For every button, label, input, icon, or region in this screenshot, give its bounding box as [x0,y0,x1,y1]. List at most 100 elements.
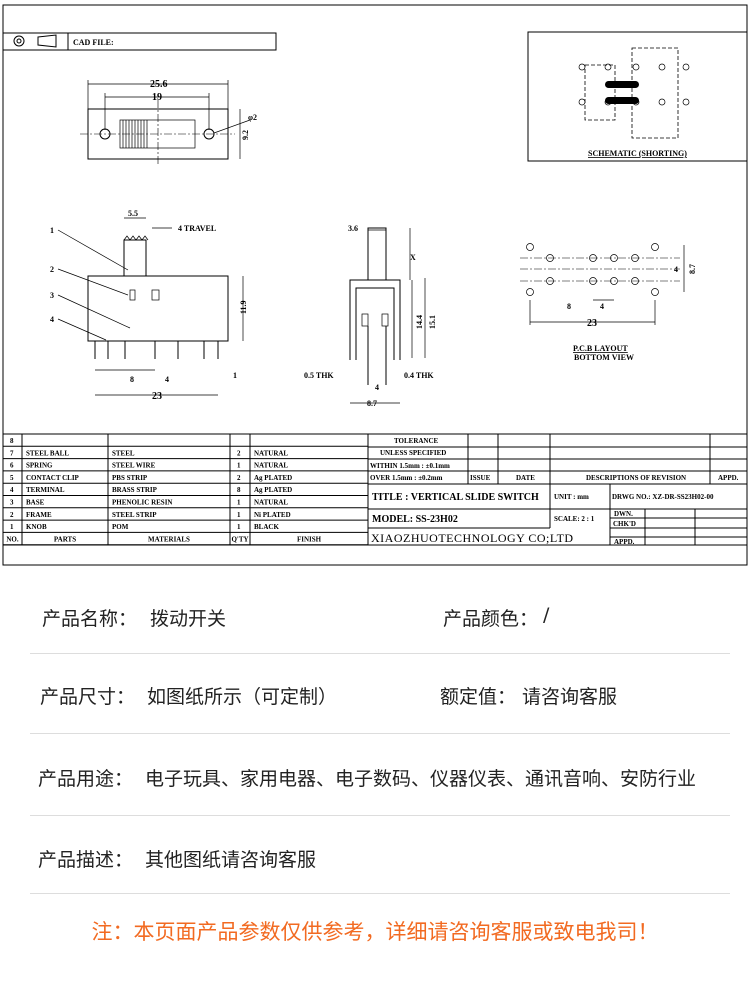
bom-cell: NATURAL [254,449,288,457]
bom-cell: 8 [237,486,241,494]
svg-text:ISSUE: ISSUE [470,474,491,482]
bom-cell: Ag PLATED [254,486,292,494]
svg-text:φ2: φ2 [248,113,257,122]
pcb-hole [610,277,618,285]
svg-text:OVER 1.5mm : ±0.2mm: OVER 1.5mm : ±0.2mm [370,474,443,482]
svg-text:TITLE : VERTICAL SLIDE SWITCH: TITLE : VERTICAL SLIDE SWITCH [372,492,539,503]
bom-cell: 8 [10,437,14,445]
pcb-hole [651,243,659,251]
pcb-hole [631,277,639,285]
svg-text:9.2: 9.2 [241,130,250,140]
spec-value: 如图纸所示（可定制） [147,686,338,708]
bom-cell: CONTACT CLIP [26,474,80,482]
projection-symbol-icon [13,35,25,47]
svg-text:CHK'D: CHK'D [613,520,636,528]
pcb-hole [526,288,534,296]
divider [30,893,730,894]
pcb-hole [651,288,659,296]
svg-text:23: 23 [152,391,162,402]
bom-cell: 1 [237,523,241,531]
schematic: SCHEMATIC (SHORTING) [527,31,748,162]
svg-text:UNLESS SPECIFIED: UNLESS SPECIFIED [380,449,446,457]
cad-file-label: CAD FILE: [73,38,114,47]
spec-value: 电子玩具、家用电器、电子数码、仪器仪表、通讯音响、安防行业 [145,768,697,790]
bom-cell: 2 [10,511,14,519]
bom-cell: PBS STRIP [112,474,148,482]
top-view: 25.6 19 φ2 9.2 [80,79,257,165]
pcb-hole [526,243,534,251]
bom-cell: SPRING [26,462,53,470]
spec-value: 其他图纸请咨询客服 [145,849,317,871]
bom-header: MATERIALS [148,535,190,543]
svg-text:TOLERANCE: TOLERANCE [394,437,439,445]
svg-text:8.7: 8.7 [688,264,697,274]
bom-cell: KNOB [26,523,47,531]
svg-text:1: 1 [233,371,237,380]
bom-cell: FRAME [26,511,52,519]
svg-text:WITHIN 1.5mm : ±0.1mm: WITHIN 1.5mm : ±0.1mm [370,462,450,470]
svg-text:0.4 THK: 0.4 THK [404,371,434,380]
spec-label: 产品名称： [42,608,138,630]
bom-header: PARTS [54,535,76,543]
svg-text:APPD.: APPD. [614,538,635,546]
svg-text:DATE: DATE [516,474,535,482]
svg-text:4: 4 [674,265,678,274]
svg-text:8: 8 [567,302,571,311]
pcb-hole [610,254,618,262]
bom-cell: 1 [10,523,14,531]
svg-text:4: 4 [375,383,379,392]
bom-cell: STEEL BALL [26,449,69,457]
svg-text:11.9: 11.9 [239,300,248,314]
svg-text:14.4: 14.4 [415,315,424,329]
bom-cell: 1 [237,499,241,507]
pcb-hole [589,277,597,285]
spec-label: 产品尺寸： [40,686,136,708]
spec-label: 额定值： [440,686,517,708]
divider [30,815,730,816]
spec-value: / [543,604,550,626]
svg-text:3: 3 [50,291,54,300]
svg-text:23: 23 [587,318,597,329]
pcb-hole [589,254,597,262]
bom-cell: BASE [26,499,45,507]
pcb-layout: 4 8.7 8 4 23 P.C.B LAYOUT BOTTOM VIEW [520,243,697,362]
end-view: 3.6 X 14.4 15.1 0.5 THK 0.4 THK 4 8.7 [304,224,437,408]
divider [30,653,730,654]
svg-text:SCHEMATIC (SHORTING): SCHEMATIC (SHORTING) [588,149,687,158]
bom-header: Q'TY [231,535,248,543]
svg-text:25.6: 25.6 [150,79,168,90]
svg-text:MODEL: SS-23H02: MODEL: SS-23H02 [372,514,458,525]
svg-text:1: 1 [50,226,54,235]
bom-cell: BLACK [254,523,279,531]
bom-cell: 2 [237,474,241,482]
svg-text:0.5 THK: 0.5 THK [304,371,334,380]
pcb-hole [546,254,554,262]
svg-text:XIAOZHUOTECHNOLOGY CO;LTD: XIAOZHUOTECHNOLOGY CO;LTD [371,531,574,545]
bom-cell: 3 [10,499,14,507]
svg-text:4: 4 [50,315,54,324]
svg-text:UNIT : mm: UNIT : mm [554,493,589,501]
title-block: TOLERANCE UNLESS SPECIFIED WITHIN 1.5mm … [3,433,747,546]
svg-text:DESCRIPTIONS OF REVISION: DESCRIPTIONS OF REVISION [586,474,686,482]
svg-text:3.6: 3.6 [348,224,358,233]
divider [30,733,730,734]
bom-cell: NATURAL [254,499,288,507]
bom-cell: TERMINAL [26,486,65,494]
bom-cell: STEEL WIRE [112,462,156,470]
svg-text:BOTTOM VIEW: BOTTOM VIEW [574,353,634,362]
svg-text:APPD.: APPD. [718,474,739,482]
spec-label: 产品颜色： [443,608,539,630]
svg-text:DRWG NO.: XZ-DR-SS23H02-00: DRWG NO.: XZ-DR-SS23H02-00 [612,493,714,501]
bom-cell: 1 [237,511,241,519]
svg-text:19: 19 [152,92,162,103]
bom-cell: BRASS STRIP [112,486,158,494]
spec-label: 产品用途： [38,768,134,790]
svg-text:4: 4 [165,375,169,384]
bom-cell: NATURAL [254,462,288,470]
bom-cell: STEEL STRIP [112,511,157,519]
bom-cell: 4 [10,486,14,494]
cad-header: CAD FILE: [2,32,277,51]
svg-text:4 TRAVEL: 4 TRAVEL [178,224,216,233]
bom-header: FINISH [297,535,322,543]
